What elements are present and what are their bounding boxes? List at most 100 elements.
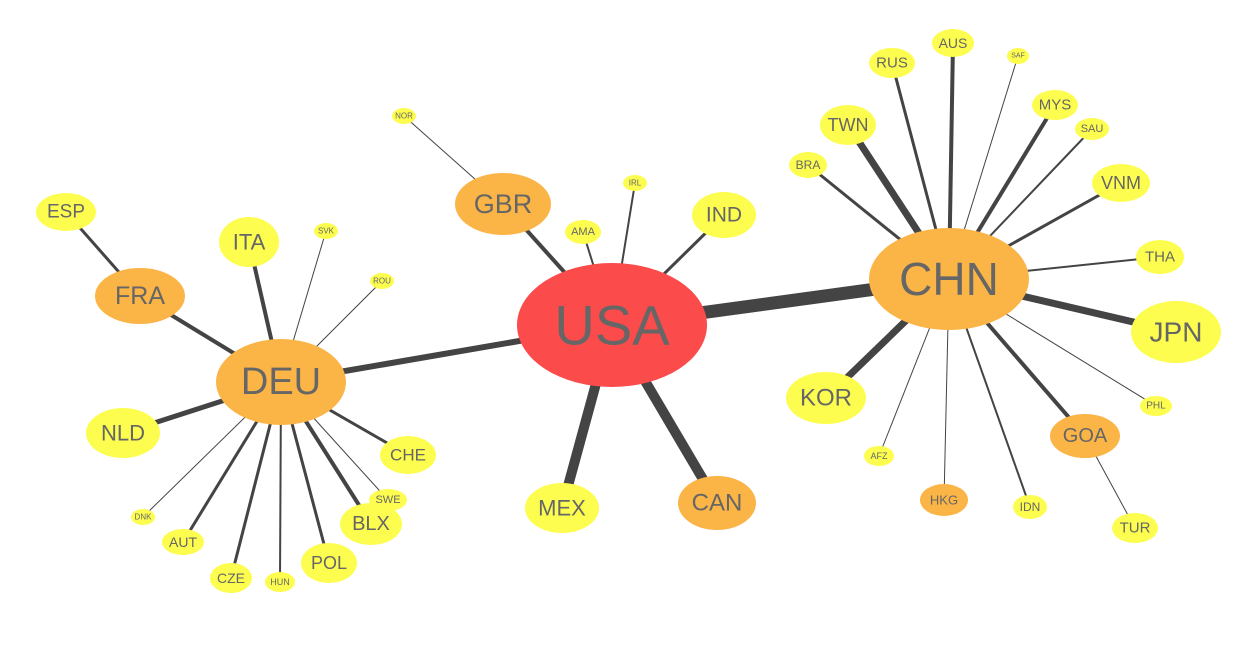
node-label-irl: IRL: [629, 179, 642, 188]
node-esp[interactable]: ESP: [36, 193, 96, 231]
node-jpn[interactable]: JPN: [1131, 301, 1221, 363]
node-label-goa: GOA: [1063, 425, 1108, 447]
node-shape-afz: [864, 446, 894, 466]
node-shape-nor: [392, 108, 416, 124]
node-saf[interactable]: SAF: [1007, 48, 1029, 64]
node-blx[interactable]: BLX: [340, 503, 402, 545]
node-ind[interactable]: IND: [692, 192, 756, 238]
node-label-sau: SAU: [1081, 123, 1104, 135]
node-usa[interactable]: USA: [517, 263, 707, 387]
node-dnk[interactable]: DNK: [131, 509, 155, 525]
node-cze[interactable]: CZE: [210, 563, 252, 593]
node-label-svk: SVK: [318, 227, 335, 236]
node-shape-pol: [301, 543, 357, 583]
node-shape-ita: [219, 217, 279, 267]
node-shape-che: [380, 436, 436, 474]
node-label-hun: HUN: [270, 577, 290, 587]
node-chn[interactable]: CHN: [869, 228, 1029, 330]
node-tha[interactable]: THA: [1136, 240, 1184, 274]
node-shape-gbr: [455, 173, 551, 235]
node-shape-aus: [932, 29, 974, 57]
node-label-ama: AMA: [571, 226, 596, 238]
node-goa[interactable]: GOA: [1050, 414, 1120, 458]
node-shape-phl: [1140, 396, 1172, 416]
nodes-layer: USA CHN DEU GBR FRA CAN GOA HKG MEX IND AMA IRL NOR E…: [36, 29, 1221, 593]
node-gbr[interactable]: GBR: [455, 173, 551, 235]
node-shape-svk: [314, 223, 338, 239]
node-shape-dnk: [131, 509, 155, 525]
node-label-twn: TWN: [828, 115, 869, 135]
node-shape-hun: [265, 572, 295, 592]
node-aus[interactable]: AUS: [932, 29, 974, 57]
node-shape-blx: [340, 503, 402, 545]
node-label-nor: NOR: [395, 112, 413, 121]
node-label-ind: IND: [706, 204, 742, 227]
node-label-hkg: HKG: [930, 493, 958, 508]
node-shape-idn: [1013, 495, 1047, 519]
node-shape-mys: [1032, 90, 1078, 120]
node-label-aus: AUS: [939, 35, 968, 51]
node-shape-kor: [786, 372, 866, 424]
node-rou[interactable]: ROU: [370, 273, 394, 289]
node-hkg[interactable]: HKG: [920, 484, 968, 516]
node-shape-nld: [86, 408, 160, 458]
node-shape-deu: [216, 339, 346, 425]
node-shape-usa: [517, 263, 707, 387]
node-shape-rus: [869, 48, 915, 78]
node-twn[interactable]: TWN: [820, 105, 876, 145]
node-label-nld: NLD: [101, 421, 145, 446]
node-svk[interactable]: SVK: [314, 223, 338, 239]
node-label-tha: THA: [1145, 249, 1175, 266]
node-vnm[interactable]: VNM: [1092, 164, 1150, 202]
node-fra[interactable]: FRA: [95, 268, 185, 324]
node-nld[interactable]: NLD: [86, 408, 160, 458]
node-can[interactable]: CAN: [678, 476, 756, 530]
node-phl[interactable]: PHL: [1140, 396, 1172, 416]
node-shape-fra: [95, 268, 185, 324]
node-tur[interactable]: TUR: [1112, 513, 1158, 543]
node-label-esp: ESP: [47, 202, 85, 223]
node-label-bra: BRA: [796, 158, 821, 172]
node-label-fra: FRA: [115, 282, 165, 310]
node-label-usa: USA: [554, 294, 670, 357]
node-label-kor: KOR: [800, 385, 852, 412]
node-label-mex: MEX: [538, 496, 586, 521]
node-mex[interactable]: MEX: [525, 483, 599, 533]
node-shape-mex: [525, 483, 599, 533]
node-label-rus: RUS: [876, 55, 908, 72]
node-shape-vnm: [1092, 164, 1150, 202]
node-afz[interactable]: AFZ: [864, 446, 894, 466]
node-shape-tha: [1136, 240, 1184, 274]
node-shape-ama: [565, 220, 601, 244]
node-shape-irl: [623, 175, 647, 191]
node-shape-rou: [370, 273, 394, 289]
node-kor[interactable]: KOR: [786, 372, 866, 424]
node-label-cze: CZE: [217, 570, 245, 586]
node-ama[interactable]: AMA: [565, 220, 601, 244]
node-nor[interactable]: NOR: [392, 108, 416, 124]
node-bra[interactable]: BRA: [789, 152, 827, 178]
node-ita[interactable]: ITA: [219, 217, 279, 267]
node-aut[interactable]: AUT: [162, 529, 204, 555]
node-idn[interactable]: IDN: [1013, 495, 1047, 519]
node-deu[interactable]: DEU: [216, 339, 346, 425]
node-shape-tur: [1112, 513, 1158, 543]
node-shape-esp: [36, 193, 96, 231]
node-shape-can: [678, 476, 756, 530]
node-label-jpn: JPN: [1150, 317, 1203, 348]
node-rus[interactable]: RUS: [869, 48, 915, 78]
node-mys[interactable]: MYS: [1032, 90, 1078, 120]
node-shape-sau: [1075, 118, 1109, 140]
node-irl[interactable]: IRL: [623, 175, 647, 191]
node-hun[interactable]: HUN: [265, 572, 295, 592]
node-label-vnm: VNM: [1101, 173, 1141, 193]
node-shape-goa: [1050, 414, 1120, 458]
node-sau[interactable]: SAU: [1075, 118, 1109, 140]
node-che[interactable]: CHE: [380, 436, 436, 474]
node-pol[interactable]: POL: [301, 543, 357, 583]
node-label-deu: DEU: [241, 361, 321, 403]
node-label-pol: POL: [311, 553, 347, 573]
node-label-aut: AUT: [169, 534, 197, 550]
node-shape-hkg: [920, 484, 968, 516]
node-shape-cze: [210, 563, 252, 593]
